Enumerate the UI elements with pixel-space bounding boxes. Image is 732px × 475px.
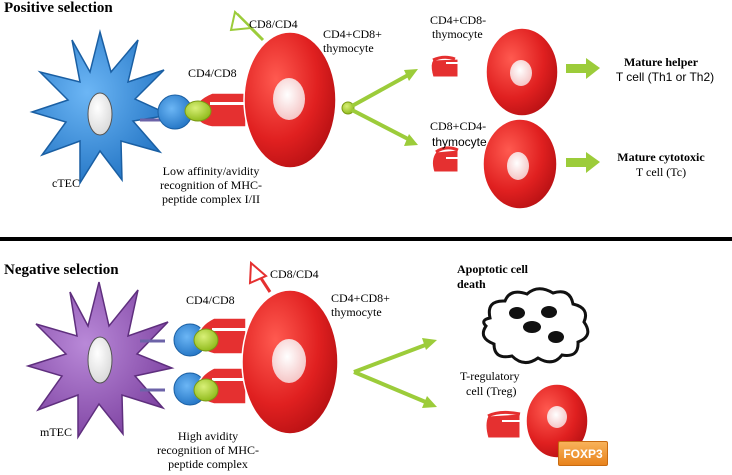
cytotoxic-outcome-line1: Mature cytotoxic — [617, 150, 705, 164]
negative-thymocyte-nucleus — [272, 339, 306, 383]
negative-selection-panel — [25, 260, 590, 459]
mtec-label: mTEC — [40, 425, 72, 439]
helper-outcome-arrow — [566, 58, 600, 79]
cd4-single-label-line2: thymocyte — [432, 27, 483, 41]
apoptotic-cell-shape — [481, 287, 590, 364]
positive-thymocyte-nucleus — [273, 78, 305, 120]
positive-recognition-line2: recognition of MHC- — [160, 178, 262, 192]
negative-recognition-line3: peptide complex — [168, 457, 248, 471]
cd8-single-positive-cell — [431, 118, 558, 210]
positive-thymocyte-label-line2: thymocyte — [323, 41, 374, 55]
negative-branch-up-arrow — [353, 338, 437, 374]
section-divider — [0, 237, 732, 241]
negative-cd8-cd4-flag — [248, 260, 272, 293]
positive-selection-panel — [29, 10, 600, 210]
cd4-single-positive-cell — [430, 27, 559, 117]
negative-peptide-upper — [193, 328, 219, 352]
positive-cd8-cd4-label: CD8/CD4 — [249, 17, 298, 31]
ctec-label: cTEC — [52, 176, 80, 190]
positive-recognition-line1: Low affinity/avidity — [162, 164, 260, 178]
positive-selection-heading: Positive selection — [4, 0, 113, 16]
negative-thymocyte-label-line1: CD4+CD8+ — [331, 291, 390, 305]
treg-label-line2: cell (Treg) — [466, 384, 517, 398]
negative-recognition-line2: recognition of MHC- — [157, 443, 259, 457]
mtec-nucleus — [87, 336, 113, 384]
positive-thymocyte-label-line1: CD4+CD8+ — [323, 27, 382, 41]
positive-recognition-line3: peptide complex I/II — [162, 192, 260, 206]
helper-outcome-line2: T cell (Th1 or Th2) — [615, 70, 715, 84]
positive-peptide — [184, 100, 212, 122]
foxp3-marker-badge: FOXP3 — [558, 441, 608, 466]
positive-branch-up-arrow — [351, 69, 418, 108]
cd8-single-label-line2: thymocyte — [432, 135, 487, 149]
negative-selection-heading: Negative selection — [4, 262, 119, 278]
positive-cd4-cd8-label: CD4/CD8 — [188, 66, 237, 80]
apoptosis-label-line2: death — [457, 277, 486, 291]
positive-cd8-cd4-flag — [229, 10, 265, 42]
helper-outcome-line1: Mature helper — [623, 55, 699, 69]
ctec-nucleus — [87, 92, 113, 136]
negative-cd8-cd4-label: CD8/CD4 — [270, 267, 319, 281]
negative-recognition-line1: High avidity — [177, 429, 239, 443]
negative-peptide-lower — [193, 378, 219, 402]
cytotoxic-outcome-arrow — [566, 152, 600, 173]
treg-cell — [485, 383, 589, 459]
negative-thymocyte-label-line2: thymocyte — [331, 305, 382, 319]
cd8-single-label-line1: CD8+CD4- — [430, 119, 487, 133]
cytotoxic-outcome-line2: T cell (Tc) — [635, 165, 687, 179]
positive-branch-down-arrow — [351, 108, 418, 146]
negative-cd4-cd8-label: CD4/CD8 — [186, 293, 235, 307]
apoptosis-label-line1: Apoptotic cell — [457, 262, 528, 276]
cd4-single-label-line1: CD4+CD8- — [430, 13, 487, 27]
treg-label-line1: T-regulatory — [460, 369, 520, 383]
negative-branch-down-arrow — [353, 370, 437, 408]
